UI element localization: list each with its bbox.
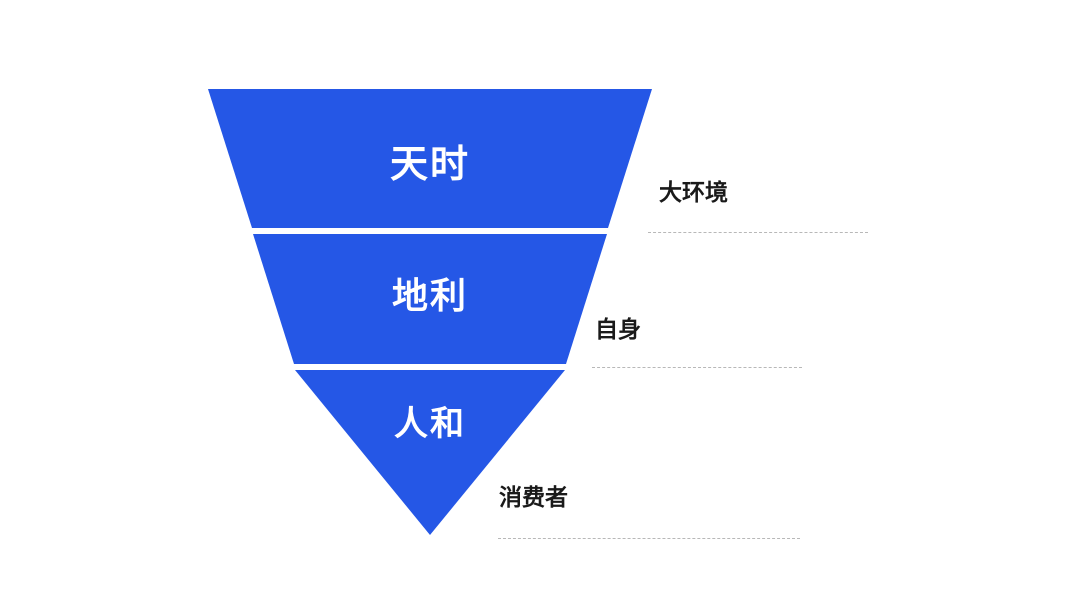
- annotation-label-2: 消费者: [499, 484, 568, 510]
- annotation-label-0: 大环境: [659, 179, 728, 205]
- funnel-band-label-1: 地利: [391, 275, 468, 316]
- funnel-band-label-0: 天时: [389, 144, 470, 186]
- funnel-band-label-2: 人和: [394, 405, 466, 443]
- annotation-rule-1: [592, 367, 802, 368]
- annotation-rule-0: [648, 232, 868, 233]
- funnel-band-0: [208, 89, 652, 228]
- annotation-label-1: 自身: [595, 316, 641, 342]
- funnel-band-1: [253, 234, 607, 364]
- funnel-band-2: [295, 370, 565, 535]
- annotation-rule-2: [498, 538, 800, 539]
